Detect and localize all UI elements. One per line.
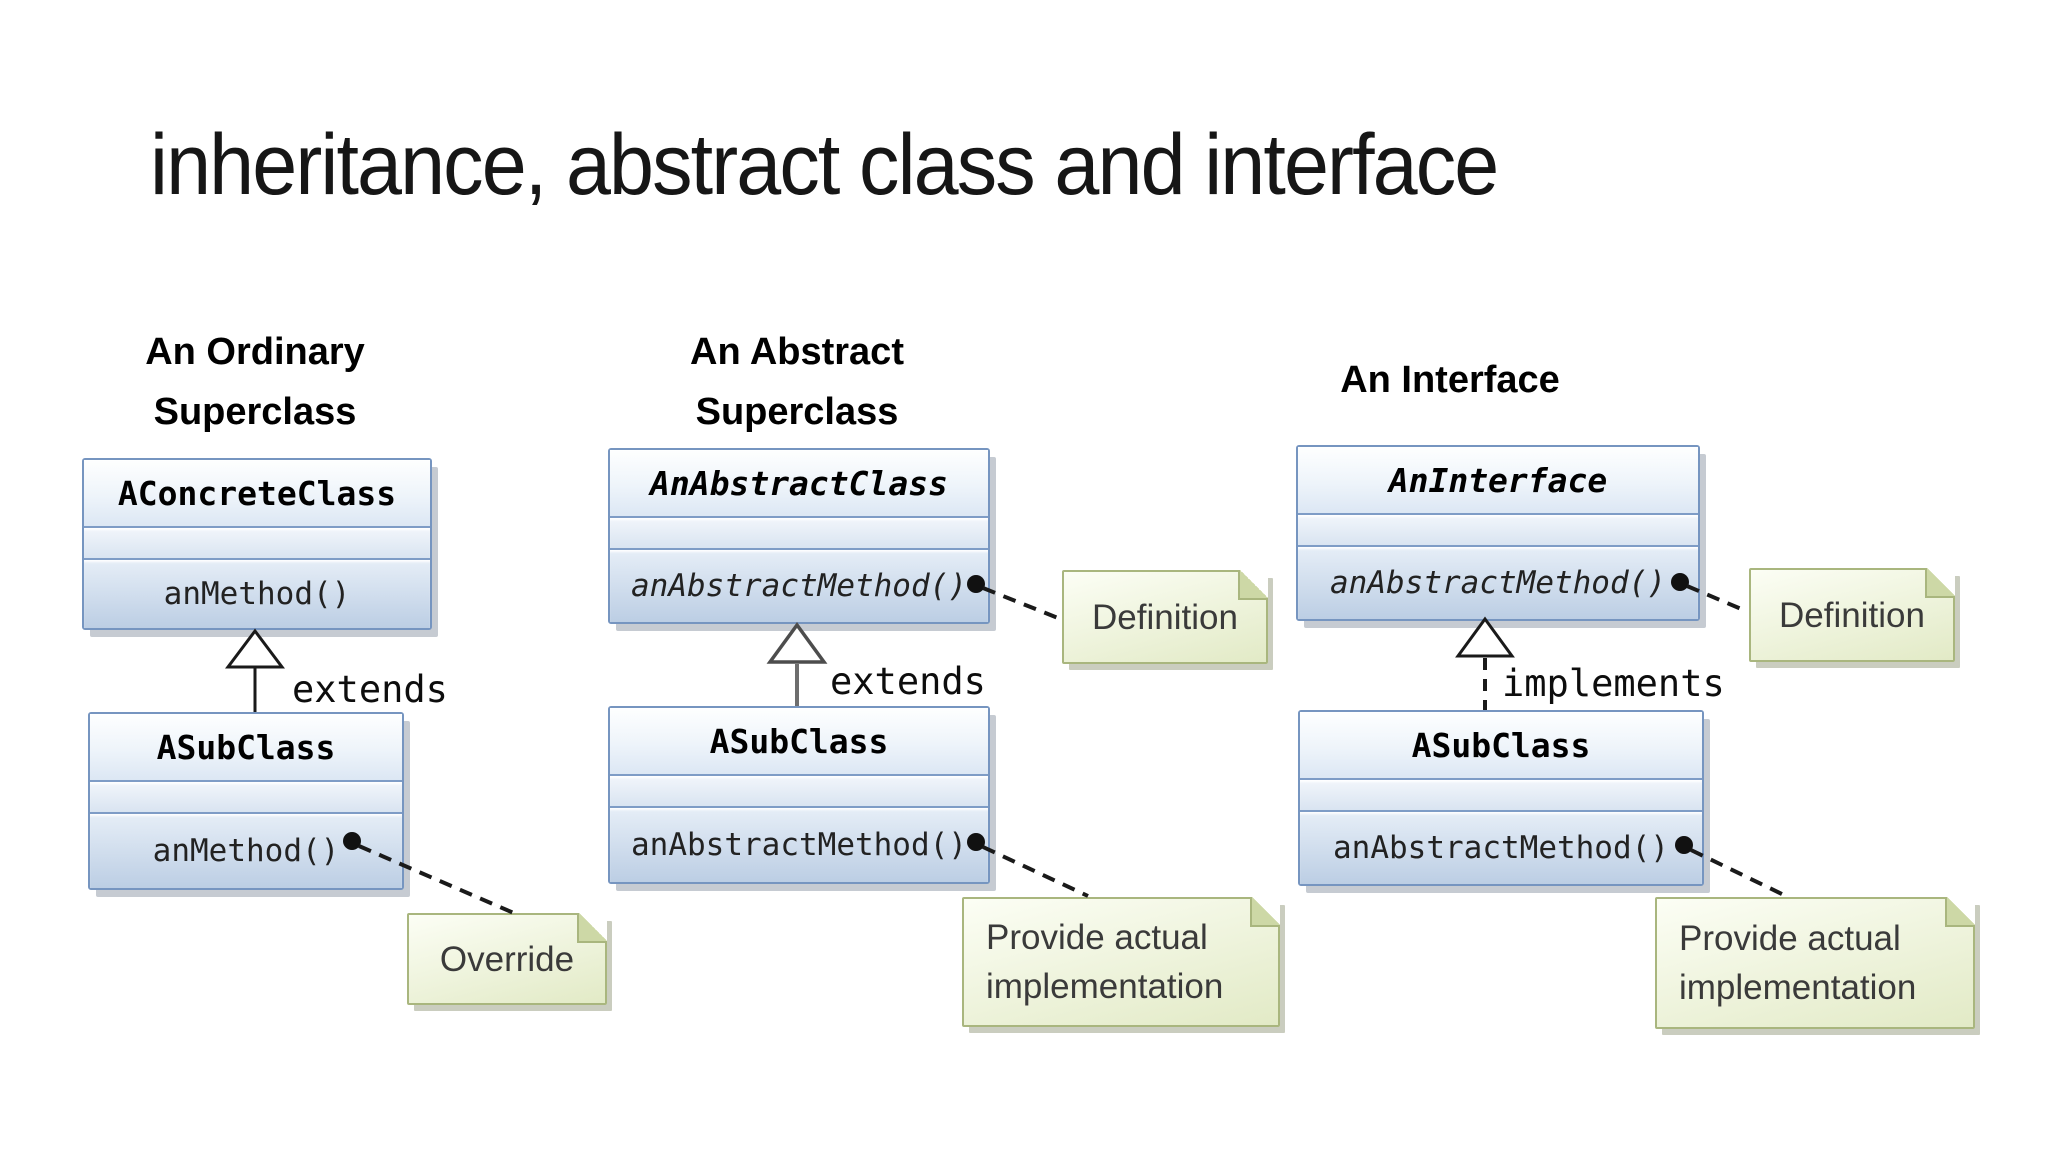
column-header-abstract: An Abstract Superclass	[637, 322, 957, 442]
class-method: anMethod()	[84, 558, 430, 628]
note-implementation-abstract: Provide actual implementation	[962, 897, 1280, 1027]
note-implementation-interface: Provide actual implementation	[1655, 897, 1975, 1029]
note-fold-icon	[1945, 897, 1975, 927]
class-box-aconcreteclass: AConcreteClass anMethod()	[82, 458, 432, 630]
note-text: Provide actual	[986, 918, 1208, 957]
relation-label-extends: extends	[292, 668, 448, 711]
class-method: anAbstractMethod()	[1298, 545, 1698, 619]
class-fields-compartment	[84, 526, 430, 558]
column-header-ordinary: An Ordinary Superclass	[95, 322, 415, 442]
class-name: AConcreteClass	[84, 460, 430, 526]
class-name: AnAbstractClass	[610, 450, 988, 516]
header-line: An Ordinary	[145, 331, 365, 373]
note-text: Override	[439, 939, 575, 979]
note-connector	[1690, 848, 1787, 898]
note-fold-icon	[1238, 570, 1268, 600]
generalization-arrow-icon	[766, 622, 828, 706]
class-fields-compartment	[1298, 513, 1698, 545]
note-connector	[982, 845, 1089, 898]
class-method: anAbstractMethod()	[610, 548, 988, 622]
class-box-anabstractclass: AnAbstractClass anAbstractMethod()	[608, 448, 990, 624]
class-box-asubclass-interface: ASubClass anAbstractMethod()	[1298, 710, 1704, 886]
class-method: anMethod()	[90, 812, 402, 888]
class-box-asubclass-ordinary: ASubClass anMethod()	[88, 712, 404, 890]
column-header-interface: An Interface	[1290, 350, 1610, 410]
class-box-asubclass-abstract: ASubClass anAbstractMethod()	[608, 706, 990, 884]
slide-title: inheritance, abstract class and interfac…	[150, 117, 1499, 213]
note-definition-interface: Definition	[1749, 568, 1955, 662]
class-name: ASubClass	[90, 714, 402, 780]
relation-label-extends: extends	[830, 660, 986, 703]
note-connector	[982, 586, 1059, 620]
header-line: An Abstract	[690, 331, 904, 373]
generalization-arrow-icon	[225, 628, 285, 712]
class-fields-compartment	[1300, 778, 1702, 810]
header-line: Superclass	[153, 391, 357, 433]
class-name: AnInterface	[1298, 447, 1698, 513]
note-text: implementation	[1679, 968, 1917, 1007]
class-box-aninterface: AnInterface anAbstractMethod()	[1296, 445, 1700, 621]
note-fold-icon	[1925, 568, 1955, 598]
note-override: Override	[407, 913, 607, 1005]
class-name: ASubClass	[610, 708, 988, 774]
class-name: ASubClass	[1300, 712, 1702, 778]
class-fields-compartment	[610, 774, 988, 806]
relation-label-implements: implements	[1502, 662, 1725, 705]
class-method: anAbstractMethod()	[1300, 810, 1702, 884]
header-line: An Interface	[1340, 359, 1560, 401]
note-definition-abstract: Definition	[1062, 570, 1268, 664]
note-fold-icon	[577, 913, 607, 943]
note-text: Provide actual	[1679, 919, 1901, 958]
header-line: Superclass	[695, 391, 899, 433]
class-method: anAbstractMethod()	[610, 806, 988, 882]
note-text: Definition	[1779, 595, 1925, 635]
class-fields-compartment	[90, 780, 402, 812]
note-fold-icon	[1250, 897, 1280, 927]
note-text: implementation	[986, 967, 1224, 1006]
note-text: Definition	[1092, 597, 1238, 637]
class-fields-compartment	[610, 516, 988, 548]
